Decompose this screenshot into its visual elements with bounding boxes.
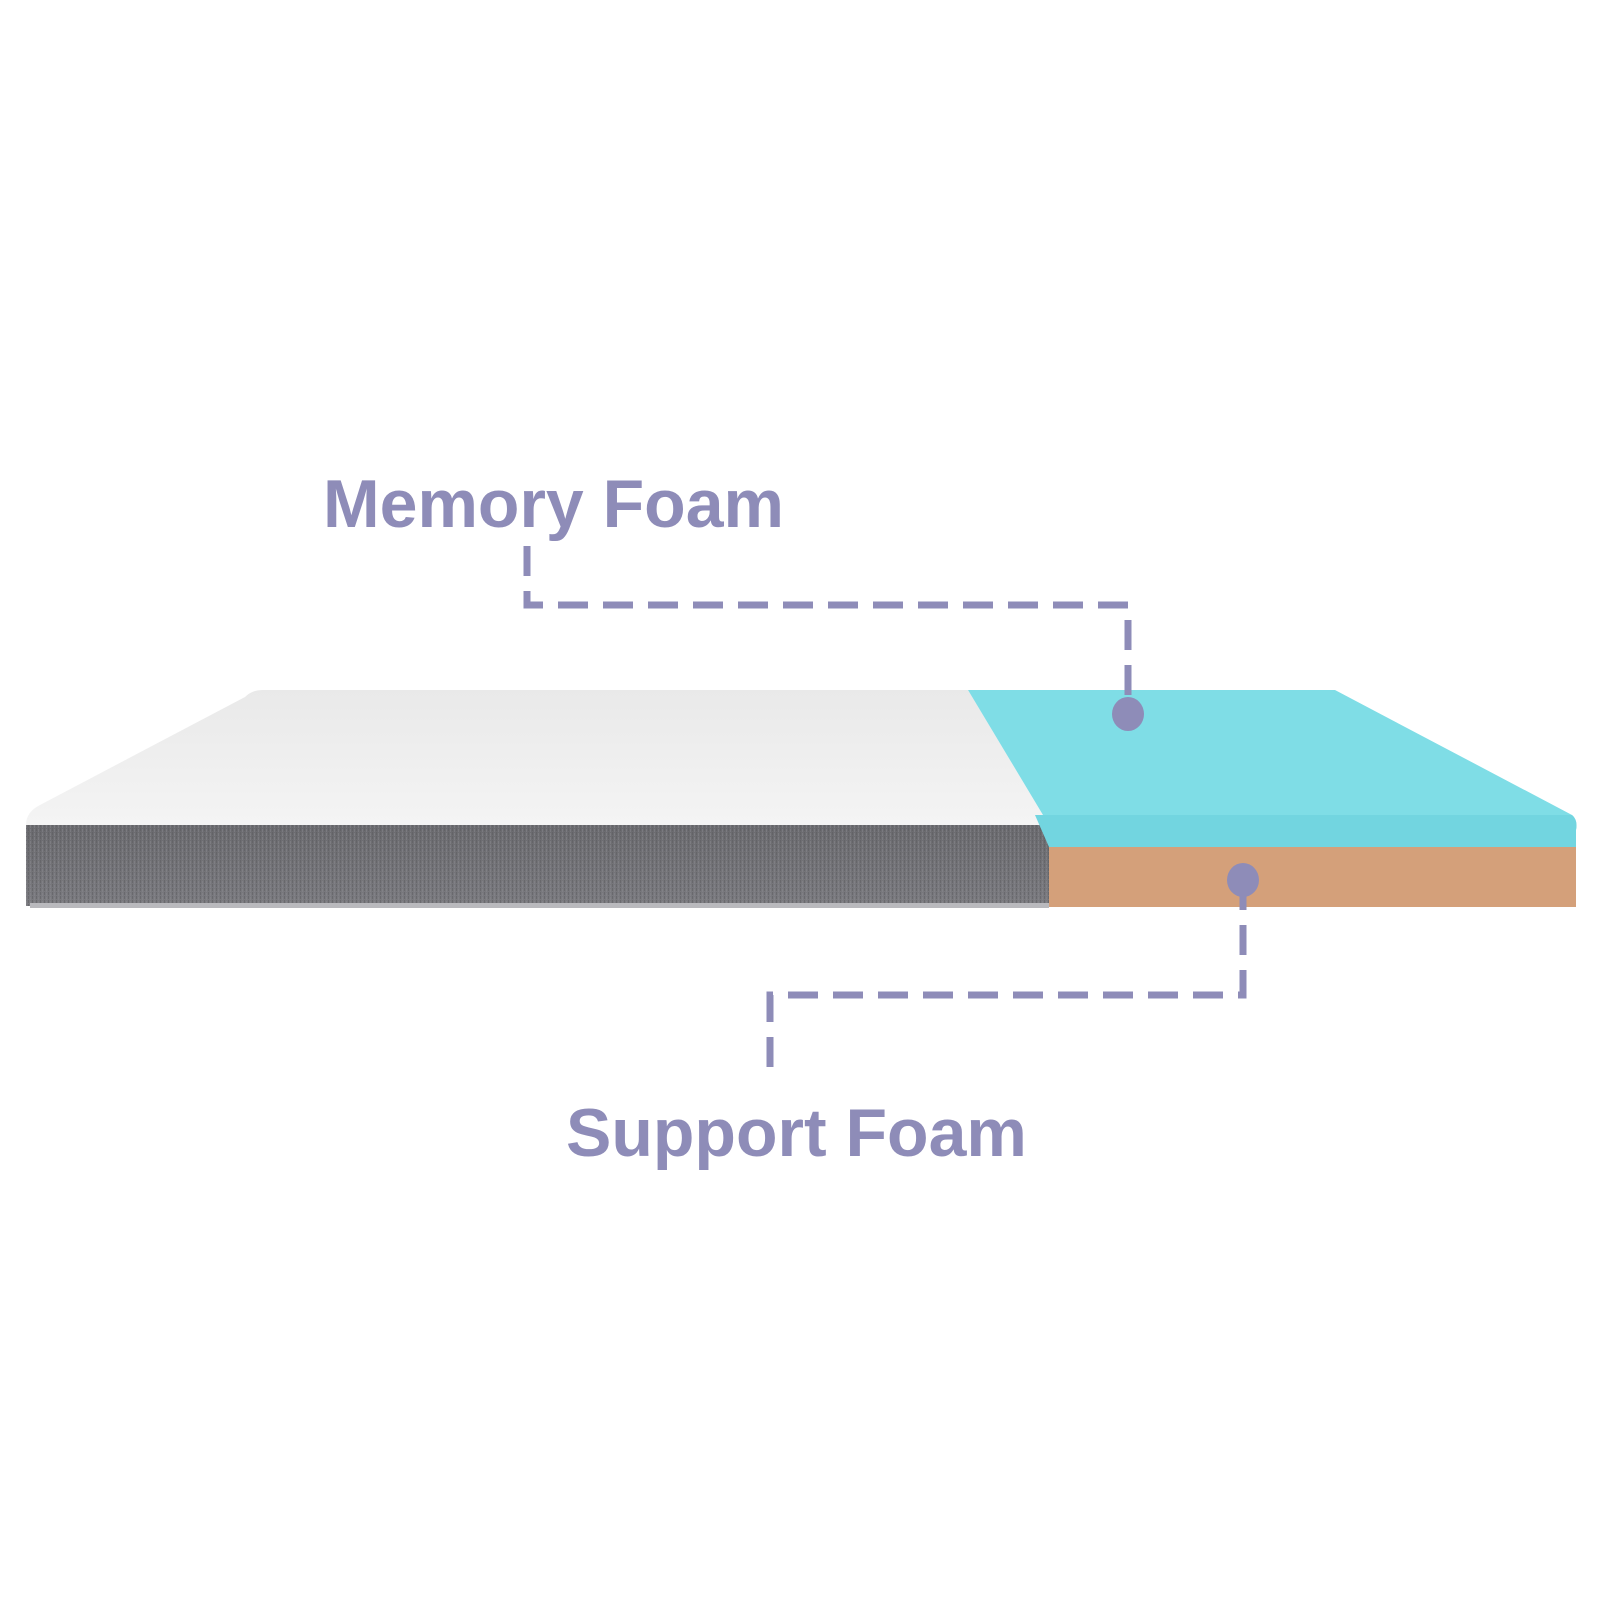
callout-dot-icon [1227,863,1259,897]
memory-foam-callout [523,546,1144,731]
support-foam-layer [1049,847,1576,907]
memory-foam-label: Memory Foam [323,466,784,542]
memory-foam-front [1035,815,1577,847]
mattress-cover-texture [26,825,1049,906]
support-foam-callout [766,863,1259,1082]
memory-foam-layer [968,690,1577,847]
callout-dot-icon [1112,697,1144,731]
support-foam-label: Support Foam [566,1095,1027,1171]
mattress-cover-bottom-edge [30,903,1049,908]
mattress-cover-top [26,690,1049,825]
